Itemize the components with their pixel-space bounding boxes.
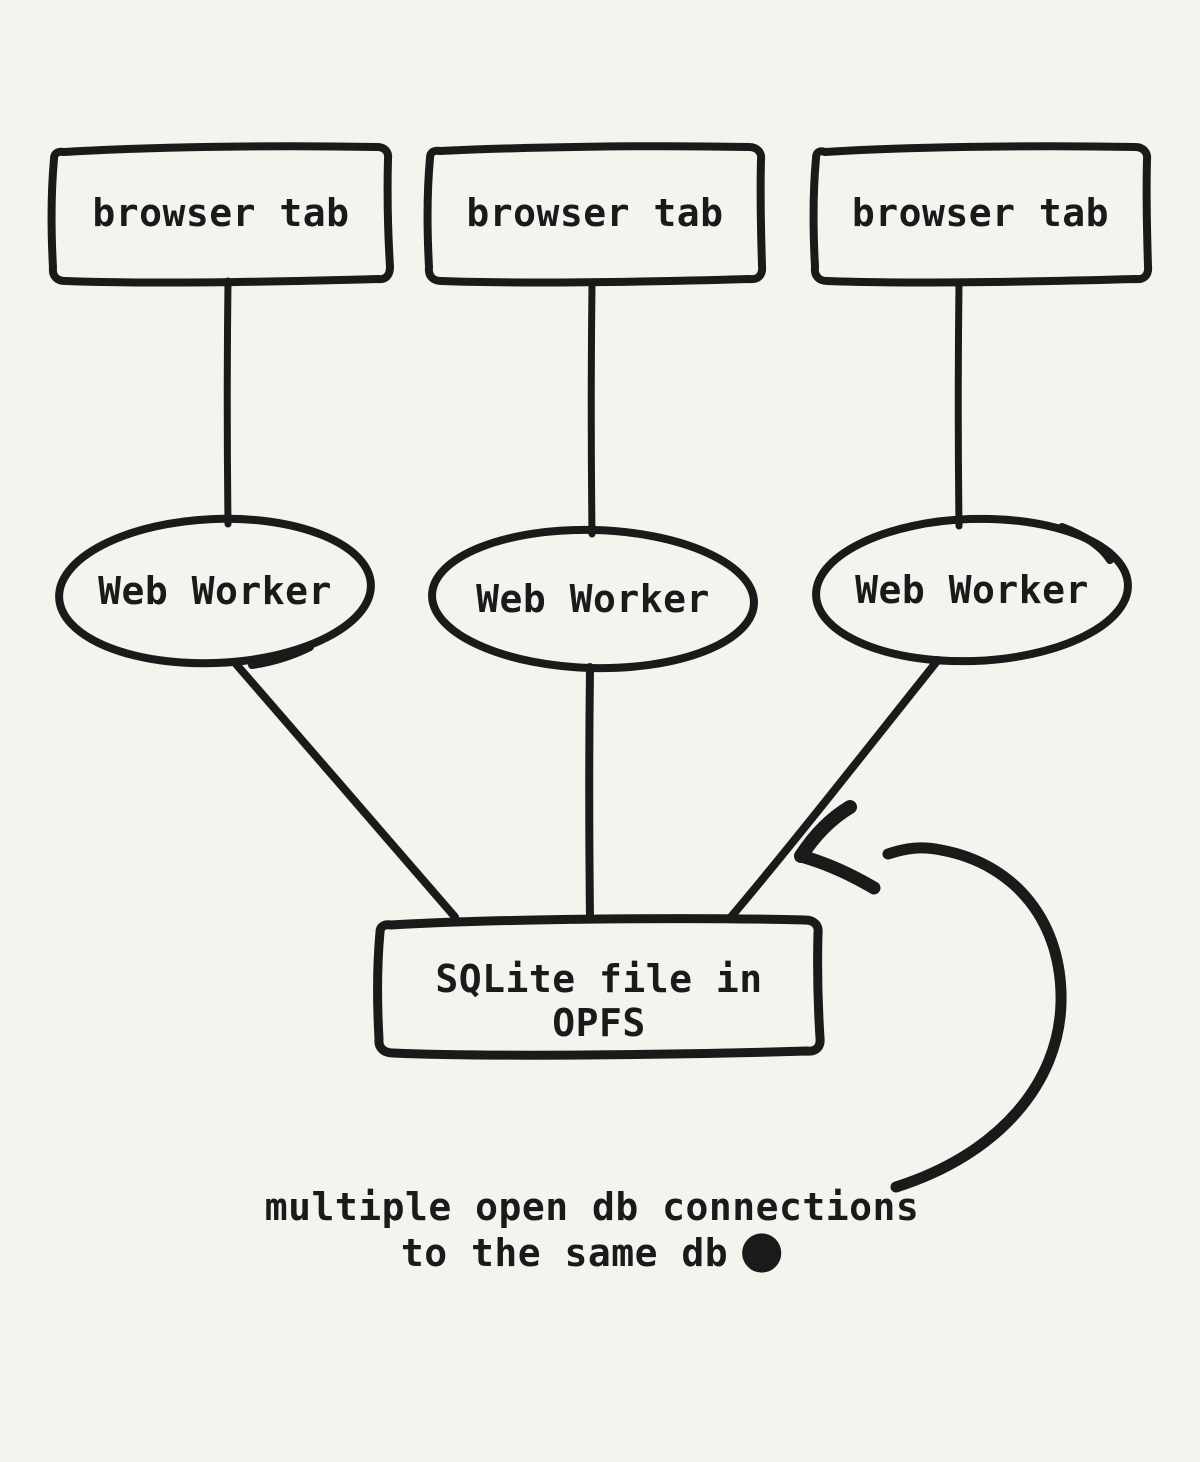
caption-line2-text: to the same db [400,1231,729,1275]
caption-line2: to the same db [401,1230,783,1276]
annotation-arrowhead-upper [794,800,857,863]
sqlite-file-label-line1: SQLite file in [435,957,763,1001]
web-worker-3-ellipse [812,514,1132,666]
edge-tab3-worker3 [954,279,963,530]
web-worker-1-ellipse [55,514,375,668]
caption-line1: multiple open db connections [264,1185,920,1229]
web-worker-1-label: Web Worker [98,569,332,613]
caption: multiple open db connections to the same… [265,1184,920,1276]
annotation-arrowhead-lower [794,849,881,895]
browser-tab-3-box [809,142,1153,287]
edge-worker3-sqlite [727,656,942,921]
annotation-arrow-curve [882,842,1067,1193]
sqlite-file-label-line2: OPFS [552,1001,646,1045]
edge-worker2-sqlite [585,663,594,921]
browser-tab-1-label: browser tab [92,191,350,235]
pen-overlap-tick-3 [1058,523,1114,564]
browser-tab-3-label: browser tab [851,191,1110,235]
frowning-face-icon [742,1233,782,1273]
edge-worker1-sqlite [232,660,459,921]
edge-tab1-worker1 [223,277,232,528]
web-worker-2-label: Web Worker [476,577,710,621]
edge-tab2-worker2 [587,279,596,538]
browser-tab-1-box [47,142,394,287]
sqlite-file-box [373,914,825,1060]
browser-tab-2-label: browser tab [466,190,724,235]
browser-tab-2-box [423,142,767,287]
pen-overlap-tick-1 [248,643,314,669]
web-worker-3-label: Web Worker [855,568,1089,612]
sqlite-file-label: SQLite file in OPFS [378,916,820,1056]
web-worker-2-ellipse [428,525,758,673]
